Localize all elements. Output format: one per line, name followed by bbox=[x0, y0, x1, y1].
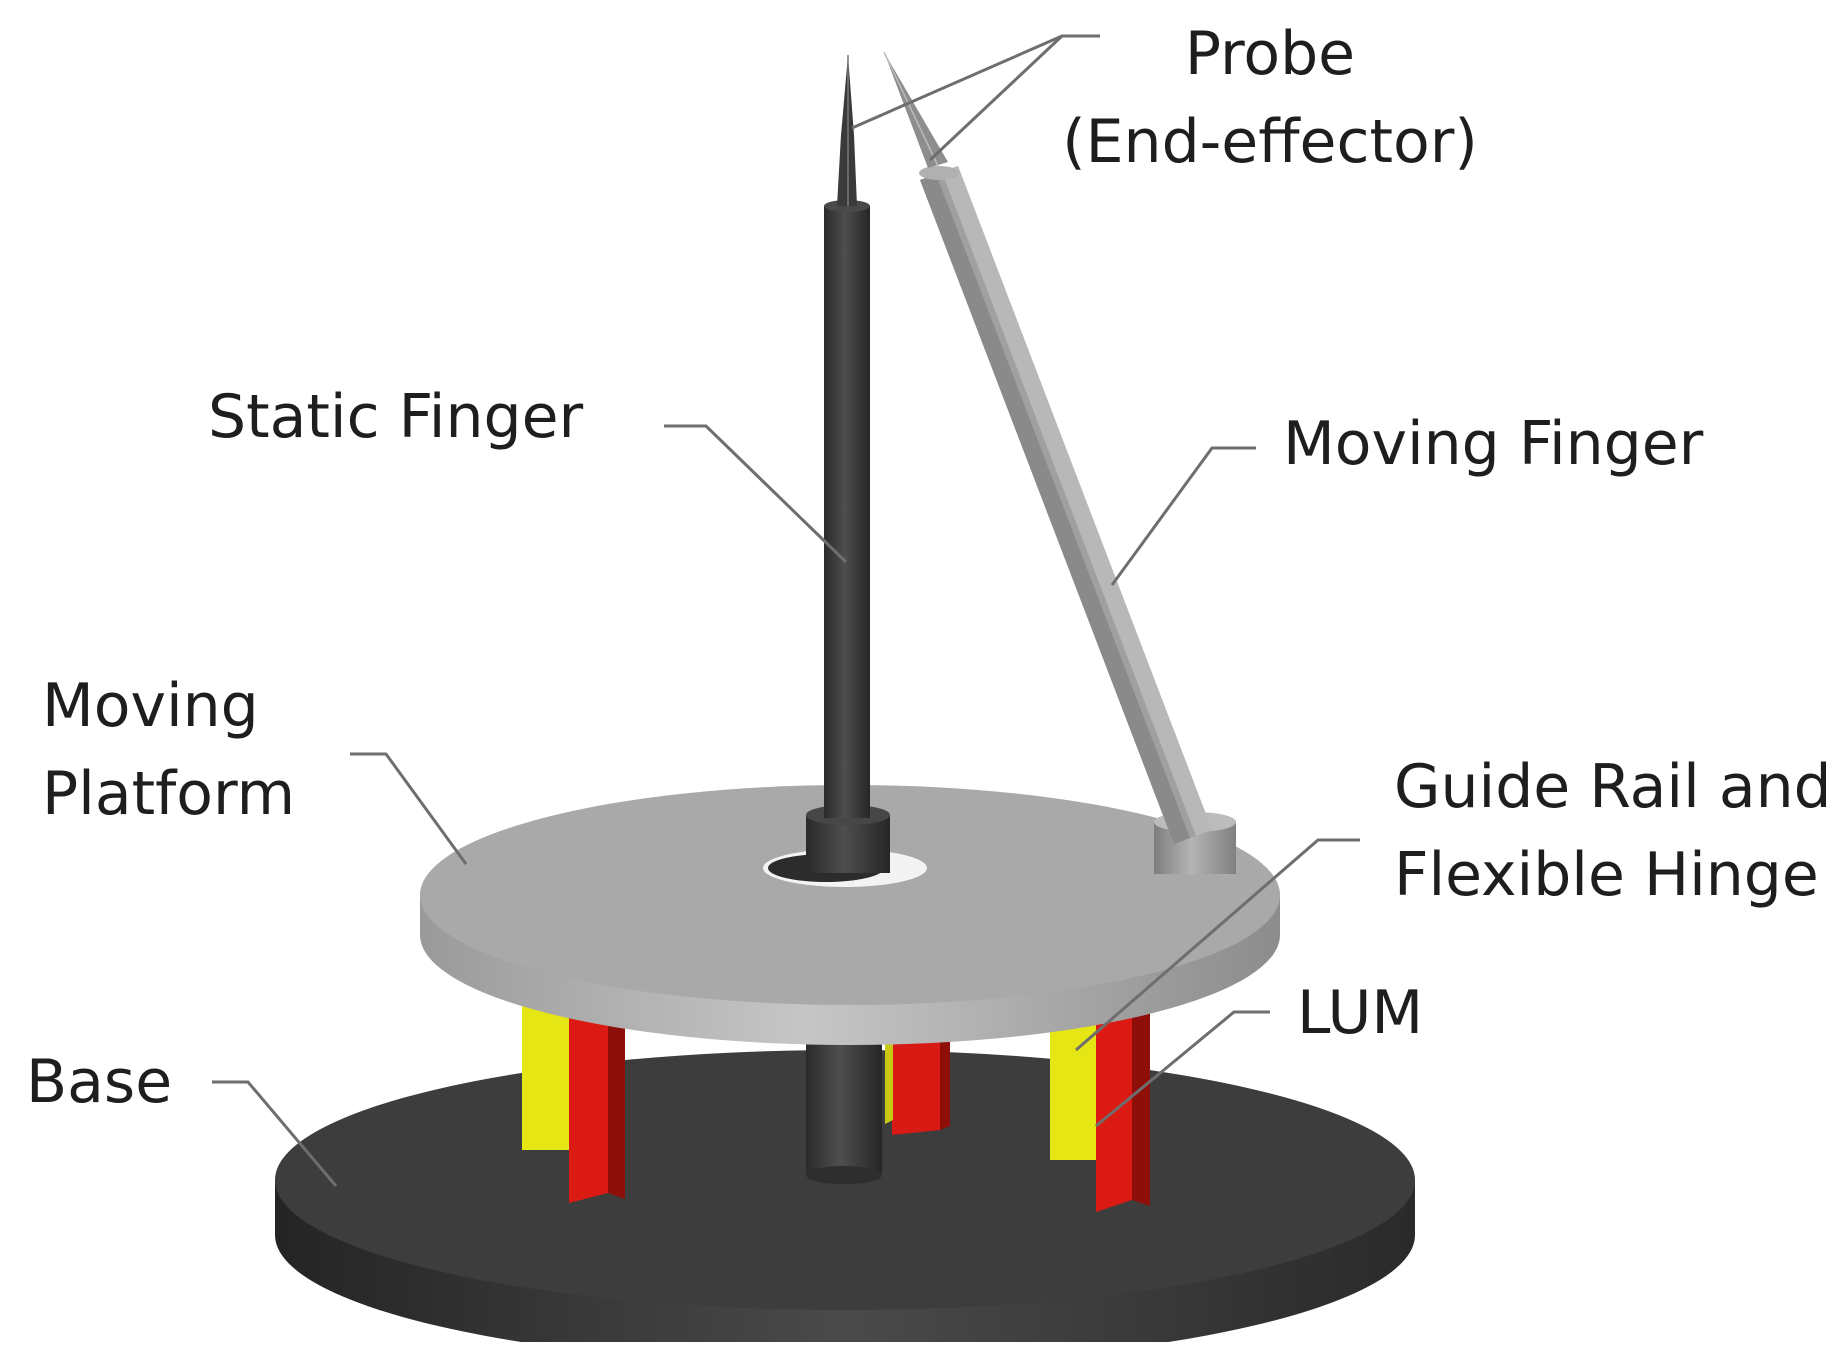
base-label: Base bbox=[26, 1047, 173, 1117]
probe-label: Probe (End-effector) bbox=[1055, 10, 1485, 186]
leader-base bbox=[212, 1080, 338, 1187]
lum-right bbox=[1096, 990, 1150, 1212]
guide-rail-label: Guide Rail and Flexible Hinge bbox=[1394, 743, 1826, 919]
leader-lum bbox=[1095, 1010, 1270, 1128]
moving-finger-label: Moving Finger bbox=[1283, 409, 1704, 479]
guide-rail-label-line-2: Flexible Hinge bbox=[1394, 840, 1819, 910]
leader-moving-platform bbox=[350, 752, 468, 865]
lum-label: LUM bbox=[1297, 978, 1424, 1048]
guide-rail-label-line-1: Guide Rail and bbox=[1394, 752, 1826, 822]
leader-lines bbox=[212, 34, 1360, 1187]
lum-left bbox=[569, 982, 625, 1203]
leader-static-finger bbox=[664, 424, 848, 564]
leader-guide-rail bbox=[1075, 838, 1360, 1052]
moving-finger bbox=[883, 51, 1236, 874]
probe-label-line-2: (End-effector) bbox=[1062, 107, 1478, 177]
leader-moving-finger bbox=[1110, 446, 1256, 586]
moving-platform-label-line-2: Platform bbox=[42, 759, 296, 829]
static-finger bbox=[806, 55, 890, 873]
moving-platform-label-line-1: Moving bbox=[42, 671, 259, 741]
probe-label-line-1: Probe bbox=[1184, 19, 1356, 89]
leader-probe-moving bbox=[928, 34, 1064, 162]
moving-platform-label: Moving Platform bbox=[42, 662, 295, 838]
static-finger-label: Static Finger bbox=[208, 382, 584, 452]
moving-platform-disc bbox=[420, 785, 1280, 1045]
